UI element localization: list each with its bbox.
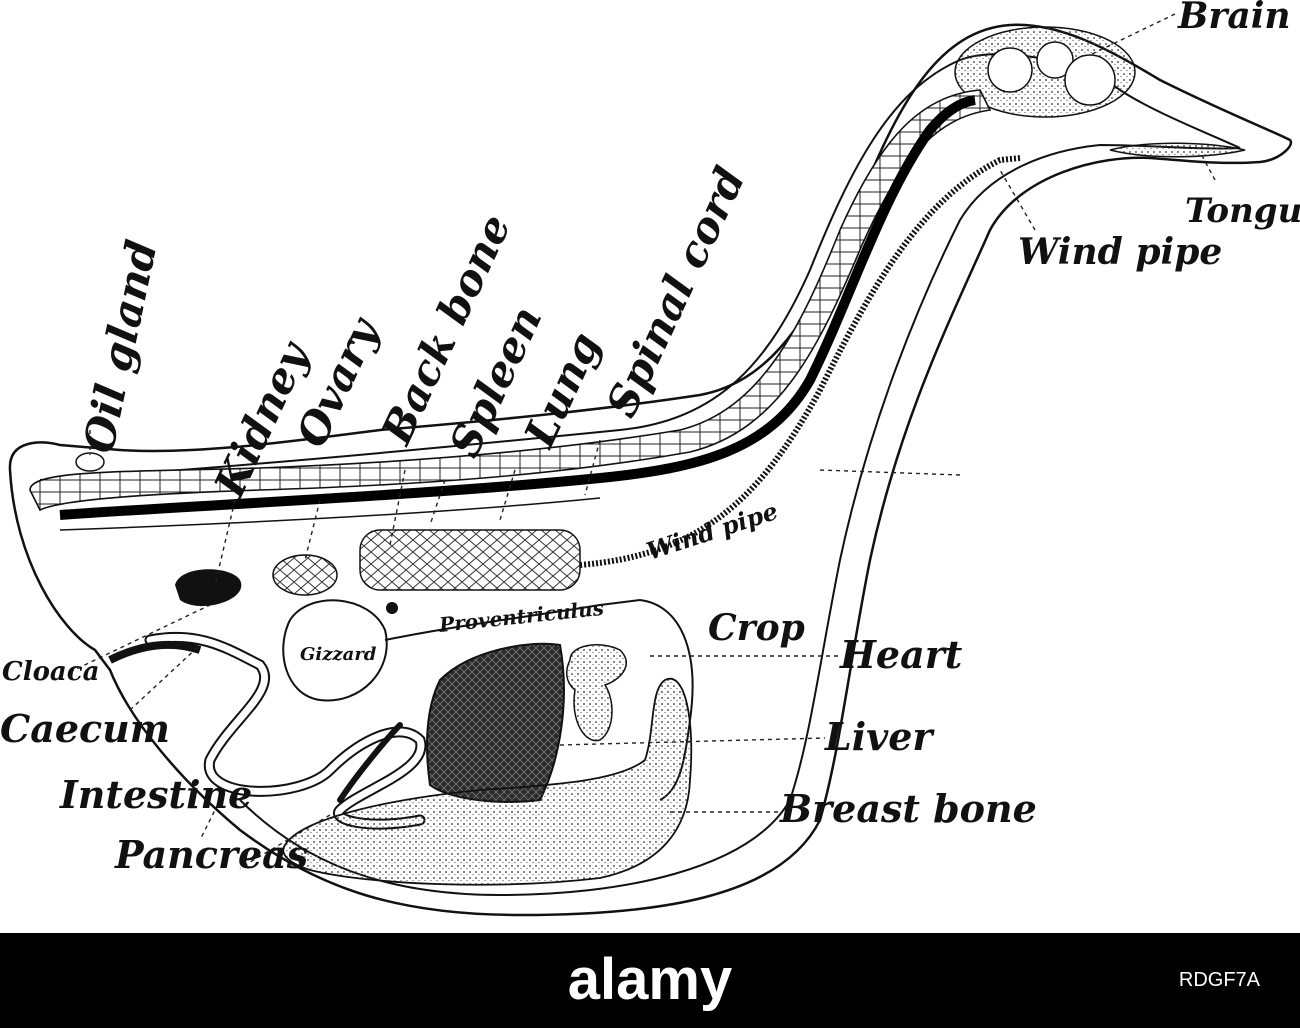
heart-shape [565, 644, 627, 742]
brain-lobe [987, 47, 1033, 93]
label-liver: Liver [824, 714, 935, 759]
label-pancreas: Pancreas [114, 832, 308, 877]
stock-footer-bar: alamy RDGF7A [0, 933, 1300, 1028]
label-gizzard: Gizzard [300, 644, 377, 665]
back-bone-shape [29, 89, 992, 512]
alamy-logo: alamy [0, 933, 1300, 1028]
leader-lines [69, 13, 1216, 869]
stock-image-id: RDGF7A [1178, 969, 1260, 991]
brain-lobe [1064, 54, 1116, 106]
kidney-shape [175, 569, 242, 607]
proventriculus-shape [384, 599, 641, 641]
label-tongue: Tongue [1185, 191, 1300, 231]
ovary-shape [272, 554, 338, 596]
label-wind-pipe-upper: Wind pipe [1018, 231, 1222, 273]
label-caecum: Caecum [0, 706, 170, 751]
cloaca-shape [108, 640, 202, 664]
alamy-logo-text: alamy [568, 947, 732, 1012]
tongue-shape [1109, 142, 1246, 158]
oil-gland-shape [75, 452, 105, 472]
alamy-logo-mark: alamy [568, 947, 732, 1012]
intestine-inner [146, 633, 425, 828]
neck-wind-pipe [579, 155, 1021, 568]
label-intestine: Intestine [59, 772, 252, 817]
pancreas-shape [337, 722, 403, 803]
label-cloaca: Cloaca [2, 657, 99, 687]
label-brain: Brain [1177, 0, 1291, 37]
gizzard-shape [282, 599, 388, 702]
brain-lobe [1036, 41, 1074, 79]
vertebra-line [59, 497, 601, 531]
spinal-cord-shape [59, 95, 976, 520]
label-crop: Crop [708, 607, 805, 649]
spleen-shape [386, 602, 398, 614]
label-oil-gland: Oil gland [74, 236, 167, 457]
breast-bone-shape [282, 677, 693, 886]
goose-anatomy-diagram: Brain Tongue Wind pipe Oil gland Kidney … [0, 0, 1300, 917]
lung-shape [359, 529, 581, 591]
label-breast-bone: Breast bone [779, 786, 1037, 831]
label-heart: Heart [839, 632, 963, 677]
